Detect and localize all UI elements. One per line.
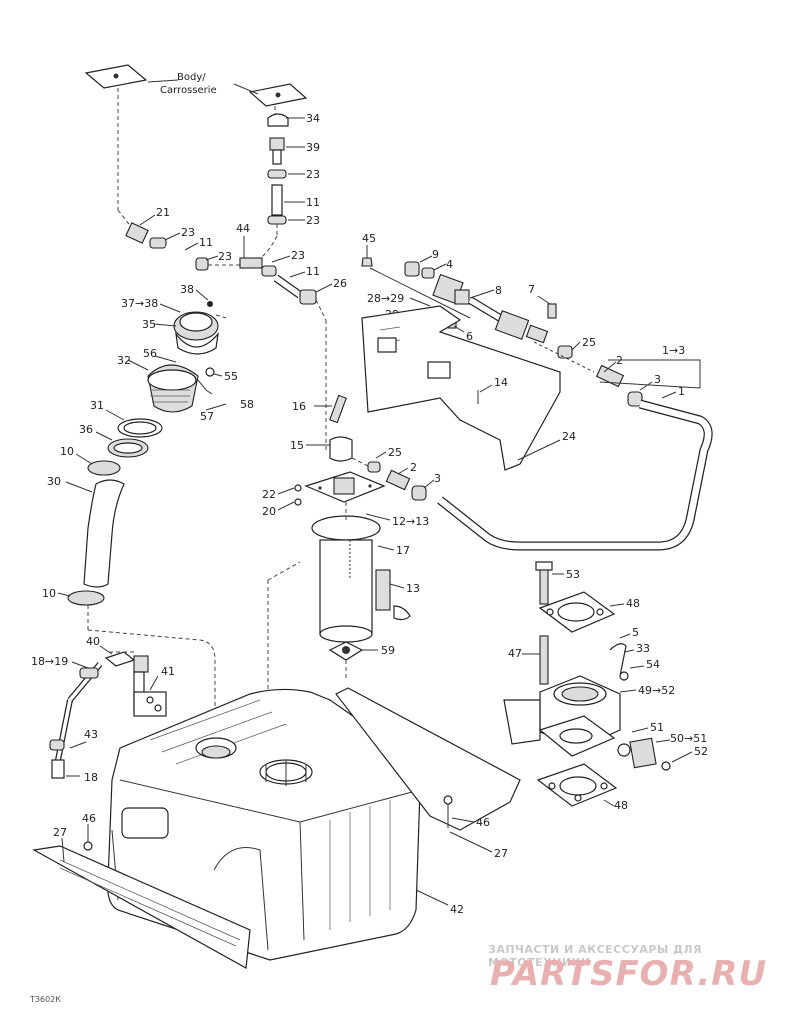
callout-27a: 27 — [53, 826, 67, 839]
callout-7: 7 — [528, 283, 535, 296]
vent-stack — [251, 113, 289, 265]
callout-14: 14 — [494, 376, 508, 389]
callout-59: 59 — [381, 644, 395, 657]
callout-51: 51 — [650, 721, 664, 734]
callout-8: 8 — [495, 284, 502, 297]
vent-hose-left — [125, 222, 327, 450]
callout-32: 32 — [117, 354, 131, 367]
callout-43: 43 — [84, 728, 98, 741]
callout-10a: 10 — [60, 445, 74, 458]
callout-2b: 2 — [410, 461, 417, 474]
callout-49-52: 49→52 — [638, 684, 675, 697]
callout-17: 17 — [396, 544, 410, 557]
callout-35: 35 — [142, 318, 156, 331]
callout-27b: 27 — [494, 847, 508, 860]
callout-57: 57 — [200, 410, 214, 423]
callout-37-38: 37→38 — [121, 297, 158, 310]
body-mount-plates: Body/ Carrosserie — [84, 64, 308, 233]
callout-11b: 11 — [199, 236, 213, 249]
callout-3a: 3 — [654, 373, 661, 386]
callout-41: 41 — [161, 665, 175, 678]
callout-55: 55 — [224, 370, 238, 383]
callout-23b: 23 — [306, 214, 320, 227]
callout-15: 15 — [290, 439, 304, 452]
callout-54: 54 — [646, 658, 660, 671]
callouts-pump: 16 15 25 2 3 22 20 12→13 17 13 59 — [262, 400, 441, 657]
callout-28-29: 28→29 — [367, 292, 404, 305]
callouts-left-bracket: 40 18→19 41 43 18 — [31, 635, 175, 784]
callout-6: 6 — [466, 330, 473, 343]
callout-48b: 48 — [614, 799, 628, 812]
callout-1: 1 — [678, 385, 685, 398]
callout-46a: 46 — [82, 812, 96, 825]
callout-22: 22 — [262, 488, 276, 501]
callout-50-51: 50→51 — [670, 732, 707, 745]
callout-11a: 11 — [306, 196, 320, 209]
left-bracket — [49, 651, 167, 779]
callout-25b: 25 — [388, 446, 402, 459]
callout-34: 34 — [306, 112, 320, 125]
filler-neck-assembly — [67, 301, 227, 740]
callout-11c: 11 — [306, 265, 320, 278]
callout-2a: 2 — [616, 354, 623, 367]
drawing-code: ТЗ602К — [30, 995, 61, 1004]
body-label: Body/ — [177, 72, 206, 83]
callout-23a: 23 — [306, 168, 320, 181]
callout-12-13: 12→13 — [392, 515, 429, 528]
callout-56: 56 — [143, 347, 157, 360]
tank-pump-ring — [265, 760, 307, 786]
callout-13: 13 — [406, 582, 420, 595]
callout-47: 47 — [508, 647, 522, 660]
fuel-pump-assembly — [267, 394, 427, 760]
callout-20: 20 — [262, 505, 276, 518]
callout-23c: 23 — [181, 226, 195, 239]
carrosserie-label: Carrosserie — [160, 85, 217, 96]
callout-23d: 23 — [218, 250, 232, 263]
callout-39: 39 — [306, 141, 320, 154]
skid-plates — [32, 687, 521, 969]
callout-18: 18 — [84, 771, 98, 784]
callouts-valve: 45 9 4 8 7 28→29 29 6 25 1→3 2 3 1 — [362, 232, 685, 399]
callouts-filler: 38 37→38 35 56 32 55 57 58 31 36 10 30 1… — [42, 283, 254, 600]
callout-18-19: 18→19 — [31, 655, 68, 668]
callout-46b: 46 — [476, 816, 490, 829]
callout-5: 5 — [632, 626, 639, 639]
callout-10b: 10 — [42, 587, 56, 600]
callout-4: 4 — [446, 258, 453, 271]
watermark-tagline: ЗАПЧАСТИ И АКСЕССУАРЫ ДЛЯ МОТОТЕХНИКИ — [488, 943, 703, 969]
callout-45: 45 — [362, 232, 376, 245]
callout-33: 33 — [636, 642, 650, 655]
callout-44: 44 — [236, 222, 250, 235]
callout-21: 21 — [156, 206, 170, 219]
bracket-plate: 14 24 — [361, 305, 576, 471]
flange-group — [503, 561, 671, 807]
callouts-flange: 53 48 5 47 33 54 49→52 51 50→51 52 48 — [508, 568, 708, 812]
callout-25a: 25 — [582, 336, 596, 349]
callout-23e: 23 — [291, 249, 305, 262]
callouts-tank: 27 46 46 27 42 — [53, 812, 508, 916]
callout-53: 53 — [566, 568, 580, 581]
callout-30: 30 — [47, 475, 61, 488]
callout-26a: 26 — [333, 277, 347, 290]
callout-42: 42 — [450, 903, 464, 916]
callout-24: 24 — [562, 430, 576, 443]
callout-36: 36 — [79, 423, 93, 436]
callout-16: 16 — [292, 400, 306, 413]
callout-40: 40 — [86, 635, 100, 648]
callout-1-3: 1→3 — [662, 344, 685, 357]
callout-58: 58 — [240, 398, 254, 411]
callout-52: 52 — [694, 745, 708, 758]
callout-31: 31 — [90, 399, 104, 412]
watermark-logo: PARTSFOR.RU — [490, 954, 768, 994]
fuel-hose-loop — [437, 399, 713, 551]
callout-48a: 48 — [626, 597, 640, 610]
callout-9: 9 — [432, 248, 439, 261]
callouts-top: 34 39 23 11 23 21 23 11 44 23 23 11 26 — [139, 112, 347, 293]
callout-38: 38 — [180, 283, 194, 296]
callout-3b: 3 — [434, 472, 441, 485]
